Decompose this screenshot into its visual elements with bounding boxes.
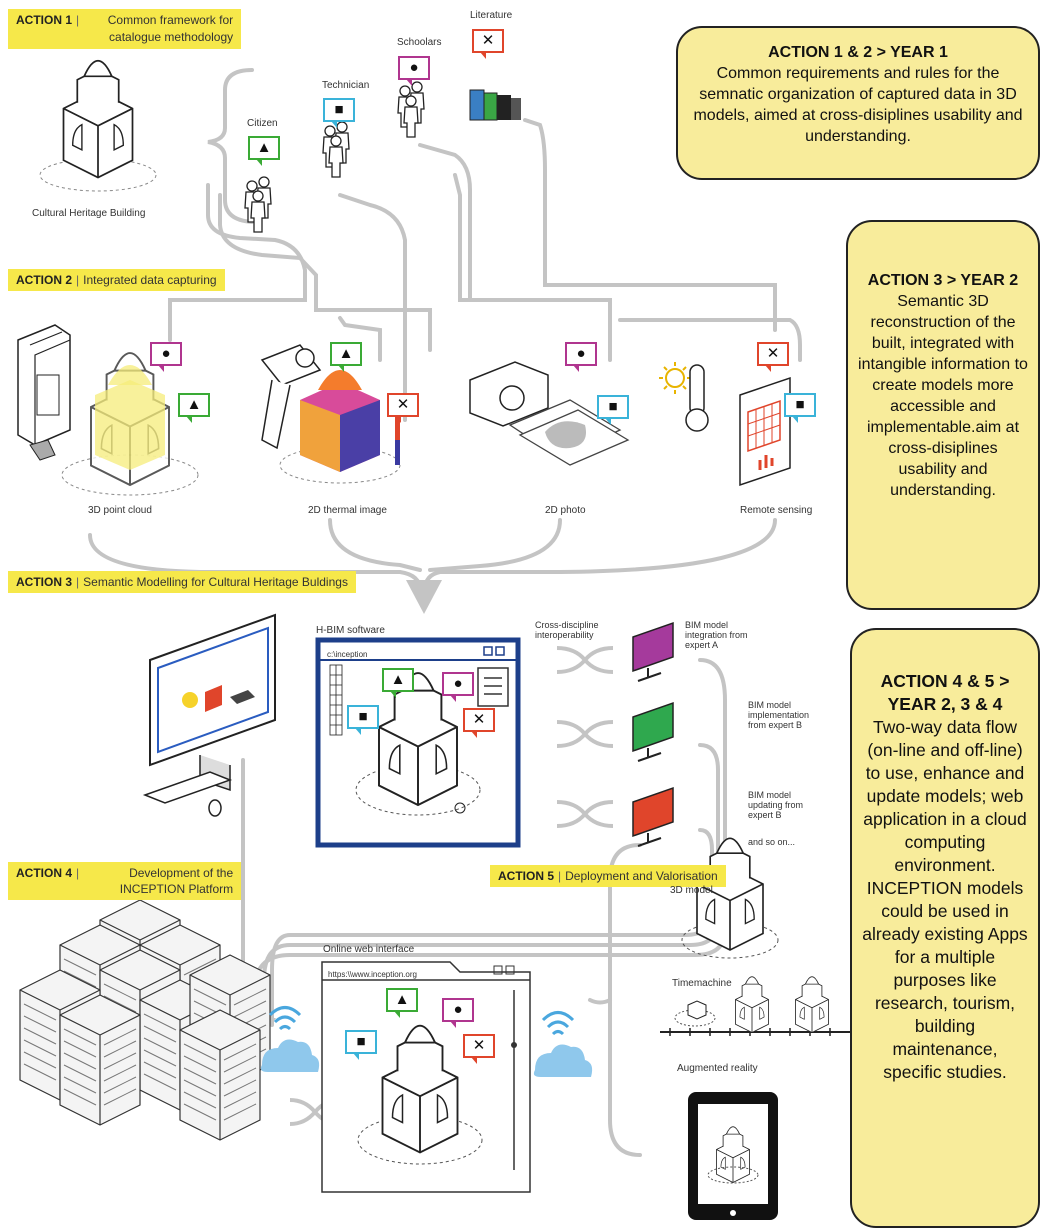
callout-year-2-3-4: ACTION 4 & 5 > YEAR 2, 3 & 4 Two-way dat… bbox=[850, 628, 1040, 1228]
action-1-tag: ACTION 1|Common framework for catalogue … bbox=[8, 9, 242, 49]
triangle-symbol-icon: ▲ bbox=[382, 668, 414, 698]
callout-year-2: ACTION 3 > YEAR 2 Semantic 3D reconstruc… bbox=[846, 220, 1040, 610]
square-symbol-icon: ■ bbox=[347, 705, 379, 735]
callout-year-1-title: ACTION 1 & 2 > YEAR 1 bbox=[768, 44, 948, 61]
callout-year-2-title: ACTION 3 > YEAR 2 bbox=[867, 272, 1019, 289]
expert-b-updating-label: BIM model updating from expert B bbox=[748, 790, 804, 820]
3d-model-label: 3D model bbox=[670, 885, 713, 896]
action-2-tag: ACTION 2|Integrated data capturing bbox=[8, 269, 225, 291]
photo-label: 2D photo bbox=[545, 505, 586, 516]
action-5-tag: ACTION 5|Deployment and Valorisation bbox=[490, 865, 726, 887]
schoolars-label: Schoolars bbox=[397, 37, 442, 48]
action-3-tag: ACTION 3|Semantic Modelling for Cultural… bbox=[8, 571, 356, 593]
and-so-on-label: and so on... bbox=[748, 837, 796, 847]
callout-year-1-body: Common requirements and rules for the se… bbox=[693, 65, 1023, 145]
thermal-image-label: 2D thermal image bbox=[308, 505, 387, 516]
expert-b-implementation-label: BIM model implementation from expert B bbox=[748, 700, 810, 730]
triangle-symbol-icon: ▲ bbox=[248, 136, 280, 166]
citizen-label: Citizen bbox=[247, 118, 278, 129]
hbim-path-label: c:\inception bbox=[327, 650, 368, 659]
circle-symbol-icon: ● bbox=[398, 56, 430, 86]
timemachine-label: Timemachine bbox=[672, 978, 732, 989]
callout-year-2-3-4-body: Two-way data flow (on-line and off-line)… bbox=[862, 717, 1028, 1082]
circle-symbol-icon: ● bbox=[150, 342, 182, 372]
web-url-label: https:\\www.inception.org bbox=[328, 970, 417, 979]
cross-symbol-icon: ✕ bbox=[757, 342, 789, 372]
cultural-heritage-building-label: Cultural Heritage Building bbox=[32, 208, 146, 219]
expert-a-label: BIM model integration from expert A bbox=[685, 620, 748, 650]
cross-symbol-icon: ✕ bbox=[387, 393, 419, 423]
action-1-text: Common framework for catalogue methodolo… bbox=[107, 13, 234, 44]
technician-label: Technician bbox=[322, 80, 370, 91]
callout-year-1: ACTION 1 & 2 > YEAR 1 Common requirement… bbox=[676, 26, 1040, 180]
remote-sensing-label: Remote sensing bbox=[740, 505, 813, 516]
online-web-interface-label: Online web interface bbox=[323, 944, 415, 955]
hbim-software-label: H-BIM software bbox=[316, 625, 385, 636]
cross-discipline-label: Cross-discipline interoperability bbox=[535, 620, 599, 640]
augmented-reality-label: Augmented reality bbox=[677, 1063, 758, 1074]
action-4-tag: ACTION 4|Development of the INCEPTION Pl… bbox=[8, 862, 242, 900]
literature-label: Literature bbox=[470, 10, 513, 21]
cross-symbol-icon: ✕ bbox=[463, 708, 495, 738]
point-cloud-label: 3D point cloud bbox=[88, 505, 152, 516]
square-symbol-icon: ■ bbox=[784, 393, 816, 423]
callout-year-2-body: Semantic 3D reconstruction of the built,… bbox=[858, 293, 1028, 499]
cross-symbol-icon: ✕ bbox=[463, 1034, 495, 1064]
triangle-symbol-icon: ▲ bbox=[178, 393, 210, 423]
circle-symbol-icon: ● bbox=[442, 998, 474, 1028]
cross-symbol-icon: ✕ bbox=[472, 29, 504, 59]
square-symbol-icon: ■ bbox=[345, 1030, 377, 1060]
circle-symbol-icon: ● bbox=[565, 342, 597, 372]
square-symbol-icon: ■ bbox=[323, 98, 355, 128]
square-symbol-icon: ■ bbox=[597, 395, 629, 425]
callout-year-2-3-4-title: ACTION 4 & 5 > YEAR 2, 3 & 4 bbox=[880, 671, 1010, 714]
triangle-symbol-icon: ▲ bbox=[386, 988, 418, 1018]
triangle-symbol-icon: ▲ bbox=[330, 342, 362, 372]
circle-symbol-icon: ● bbox=[442, 672, 474, 702]
